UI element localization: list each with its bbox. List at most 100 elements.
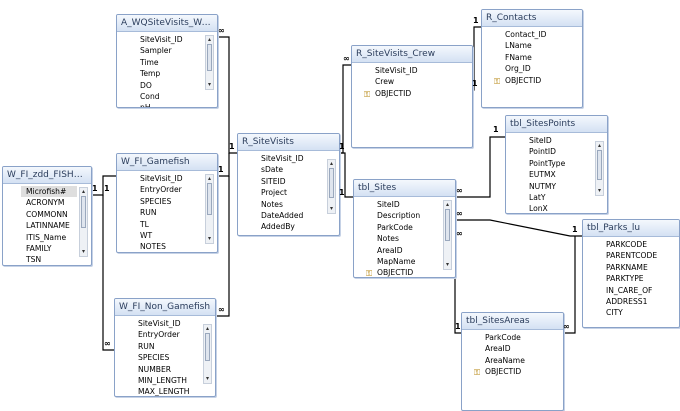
field-item[interactable]: ParkCode [462, 332, 563, 343]
field-item[interactable]: PARENTCODE [583, 250, 679, 261]
field-item[interactable]: PARKCODE [583, 239, 679, 250]
field-item[interactable]: FAMILY [3, 243, 91, 254]
field-item[interactable]: IN_CARE_OF [583, 285, 679, 296]
field-item[interactable]: LatY [506, 192, 607, 203]
field-item[interactable]: Project [238, 187, 339, 198]
field-item[interactable]: LName [482, 40, 582, 51]
field-item[interactable]: AreaName [462, 355, 563, 366]
field-item[interactable]: AddedBy [238, 221, 339, 232]
field-item[interactable]: Contact_ID [482, 29, 582, 40]
field-item[interactable]: SiteVisit_ID [352, 65, 472, 76]
field-item[interactable]: RUN [115, 341, 215, 352]
field-item[interactable]: ⚿OBJECTID [482, 75, 582, 86]
field-item[interactable]: ParkCode [354, 222, 455, 233]
table-title[interactable]: W_FI_Gamefish [117, 154, 217, 171]
table-title[interactable]: R_Contacts [482, 10, 582, 27]
field-item[interactable]: COMMONN [3, 209, 91, 220]
field-item[interactable]: MAX_LENGTH [115, 386, 215, 396]
scroll-thumb[interactable] [81, 196, 86, 228]
table-title[interactable]: tbl_SitesPoints [506, 116, 607, 133]
vertical-scrollbar[interactable]: ▴▾ [205, 174, 214, 244]
field-item[interactable]: PARKTYPE [583, 273, 679, 284]
scroll-thumb[interactable] [207, 183, 212, 215]
field-item[interactable]: Cond [117, 91, 217, 102]
field-item[interactable]: SiteID [506, 135, 607, 146]
arrow-down-icon[interactable]: ▾ [207, 235, 211, 242]
arrow-up-icon[interactable]: ▴ [207, 175, 211, 182]
table-title[interactable]: tbl_Parks_lu [583, 220, 679, 237]
field-item[interactable]: SiteVisit_ID [117, 173, 217, 184]
field-item[interactable]: Microfish# [21, 186, 77, 198]
field-item[interactable]: NOTES [117, 241, 217, 252]
field-item[interactable]: Org_ID [482, 63, 582, 74]
field-item[interactable]: PARKNAME [583, 262, 679, 273]
arrow-down-icon[interactable]: ▾ [207, 81, 211, 88]
scroll-thumb[interactable] [205, 333, 210, 361]
relationship-line[interactable] [102, 195, 114, 351]
field-item[interactable]: NUMBER [115, 364, 215, 375]
field-item[interactable]: EntryOrder [115, 329, 215, 340]
field-item[interactable]: DateAdded [238, 210, 339, 221]
field-item[interactable]: SiteID [354, 199, 455, 210]
vertical-scrollbar[interactable]: ▴▾ [205, 35, 214, 90]
arrow-down-icon[interactable]: ▾ [597, 187, 601, 194]
vertical-scrollbar[interactable]: ▴▾ [327, 159, 336, 214]
field-item[interactable]: MIN_LENGTH [115, 375, 215, 386]
field-item[interactable]: PointType [506, 158, 607, 169]
field-item[interactable]: SPECIES [117, 196, 217, 207]
relationship-line[interactable] [454, 219, 582, 237]
field-item[interactable]: AreaID [462, 343, 563, 354]
field-item[interactable]: NUTMY [506, 181, 607, 192]
field-item[interactable]: Sampler [117, 45, 217, 56]
field-item[interactable]: ACRONYM [3, 197, 91, 208]
field-item[interactable]: Notes [238, 199, 339, 210]
field-item[interactable]: ADDRESS1 [583, 296, 679, 307]
field-item[interactable]: EUTMX [506, 169, 607, 180]
field-item[interactable]: CITY [583, 307, 679, 318]
field-item[interactable]: ⚿OBJECTID [354, 267, 455, 277]
field-item[interactable]: ⚿OBJECTID [352, 88, 472, 99]
scroll-thumb[interactable] [329, 168, 334, 198]
scroll-thumb[interactable] [207, 44, 212, 71]
field-item[interactable]: EntryOrder [117, 184, 217, 195]
field-item[interactable]: Time [117, 57, 217, 68]
arrow-down-icon[interactable]: ▾ [445, 261, 449, 268]
field-item[interactable]: SiteVisit_ID [115, 318, 215, 329]
table-title[interactable]: tbl_SitesAreas [462, 313, 563, 330]
field-item[interactable]: DO [117, 80, 217, 91]
table-title[interactable]: R_SiteVisits [238, 134, 339, 151]
arrow-down-icon[interactable]: ▾ [205, 375, 209, 382]
field-item[interactable]: Crew [352, 76, 472, 87]
arrow-up-icon[interactable]: ▴ [205, 325, 209, 332]
scroll-thumb[interactable] [597, 150, 602, 180]
field-item[interactable]: Description [354, 210, 455, 221]
field-item[interactable]: ITIS_Name [3, 232, 91, 243]
field-item[interactable]: SiteVisit_ID [117, 34, 217, 45]
field-item[interactable]: PointID [506, 146, 607, 157]
field-item[interactable]: FName [482, 52, 582, 63]
field-item[interactable]: RUN [117, 207, 217, 218]
field-item[interactable]: LATINNAME [3, 220, 91, 231]
table-title[interactable]: W_FI_Non_Gamefish [115, 299, 215, 316]
arrow-up-icon[interactable]: ▴ [207, 36, 211, 43]
table-title[interactable]: W_FI_zdd_FISH_S... [3, 167, 91, 184]
arrow-up-icon[interactable]: ▴ [445, 201, 449, 208]
field-item[interactable]: SITEID [238, 176, 339, 187]
arrow-up-icon[interactable]: ▴ [597, 142, 601, 149]
field-item[interactable]: Notes [354, 233, 455, 244]
relationship-line[interactable] [216, 36, 237, 154]
field-item[interactable]: sDate [238, 164, 339, 175]
table-title[interactable]: A_WQSiteVisits_Wate... [117, 15, 217, 32]
field-item[interactable]: TL [117, 219, 217, 230]
field-item[interactable]: SiteVisit_ID [238, 153, 339, 164]
field-item[interactable]: LonX [506, 203, 607, 213]
